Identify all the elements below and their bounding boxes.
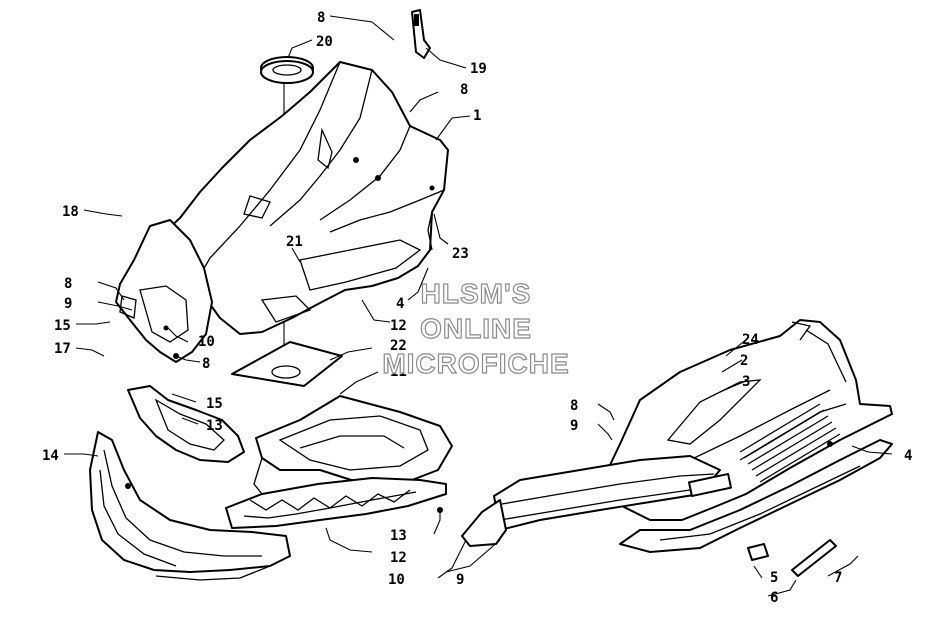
- callout-2: 2: [740, 353, 748, 369]
- callout-15: 15: [54, 318, 71, 334]
- callout-18: 18: [62, 204, 79, 220]
- part-5-clip: [747, 543, 769, 561]
- part-19-bracket: [411, 9, 431, 59]
- watermark: HLSM'S ONLINE MICROFICHE: [382, 277, 570, 379]
- callout-8: 8: [460, 82, 468, 98]
- leader-lines: [64, 15, 893, 597]
- callout-8: 8: [317, 10, 325, 26]
- callout-11: 11: [390, 364, 407, 380]
- callout-4: 4: [904, 448, 912, 464]
- callout-13: 13: [390, 528, 407, 544]
- callout-9: 9: [570, 418, 578, 434]
- callout-12: 12: [390, 318, 407, 334]
- callout-labels: 8 20 19 8 1 18 21 23 8 9 4 15 12 10 17 8…: [42, 10, 912, 606]
- callout-9: 9: [456, 572, 464, 588]
- part-11-belly-pan: [253, 395, 453, 495]
- callout-15: 15: [206, 396, 223, 412]
- part-7-strip: [791, 539, 837, 577]
- callout-1: 1: [473, 108, 481, 124]
- callout-14: 14: [42, 448, 59, 464]
- callout-23: 23: [452, 246, 469, 262]
- part-3-grille: [739, 403, 841, 483]
- callout-10: 10: [388, 572, 405, 588]
- callout-8: 8: [64, 276, 72, 292]
- callout-7: 7: [834, 570, 842, 586]
- callout-4: 4: [396, 296, 404, 312]
- callout-10: 10: [198, 334, 215, 350]
- callout-21: 21: [286, 234, 303, 250]
- callout-17: 17: [54, 341, 71, 357]
- callout-20: 20: [316, 34, 333, 50]
- watermark-line-2: ONLINE: [420, 313, 532, 344]
- part-frame-beam: [461, 455, 733, 547]
- callout-8: 8: [570, 398, 578, 414]
- callout-19: 19: [470, 61, 487, 77]
- callout-22: 22: [390, 338, 407, 354]
- part-13-inner-bracket: [127, 385, 245, 463]
- callout-3: 3: [742, 374, 750, 390]
- callout-13: 13: [206, 418, 223, 434]
- watermark-line-3: MICROFICHE: [382, 348, 569, 379]
- part-14-front-bumper: [89, 431, 291, 581]
- callout-8: 8: [202, 356, 210, 372]
- callout-24: 24: [742, 332, 759, 348]
- part-12-skid-plate: [225, 477, 447, 529]
- part-20-grommet: [260, 56, 314, 84]
- part-1-upper-hood: [149, 61, 449, 335]
- callout-6: 6: [770, 590, 778, 606]
- part-22-plate: [231, 341, 343, 387]
- callout-9: 9: [64, 296, 72, 312]
- callout-5: 5: [770, 570, 778, 586]
- callout-12: 12: [390, 550, 407, 566]
- watermark-line-1: HLSM'S: [421, 278, 532, 309]
